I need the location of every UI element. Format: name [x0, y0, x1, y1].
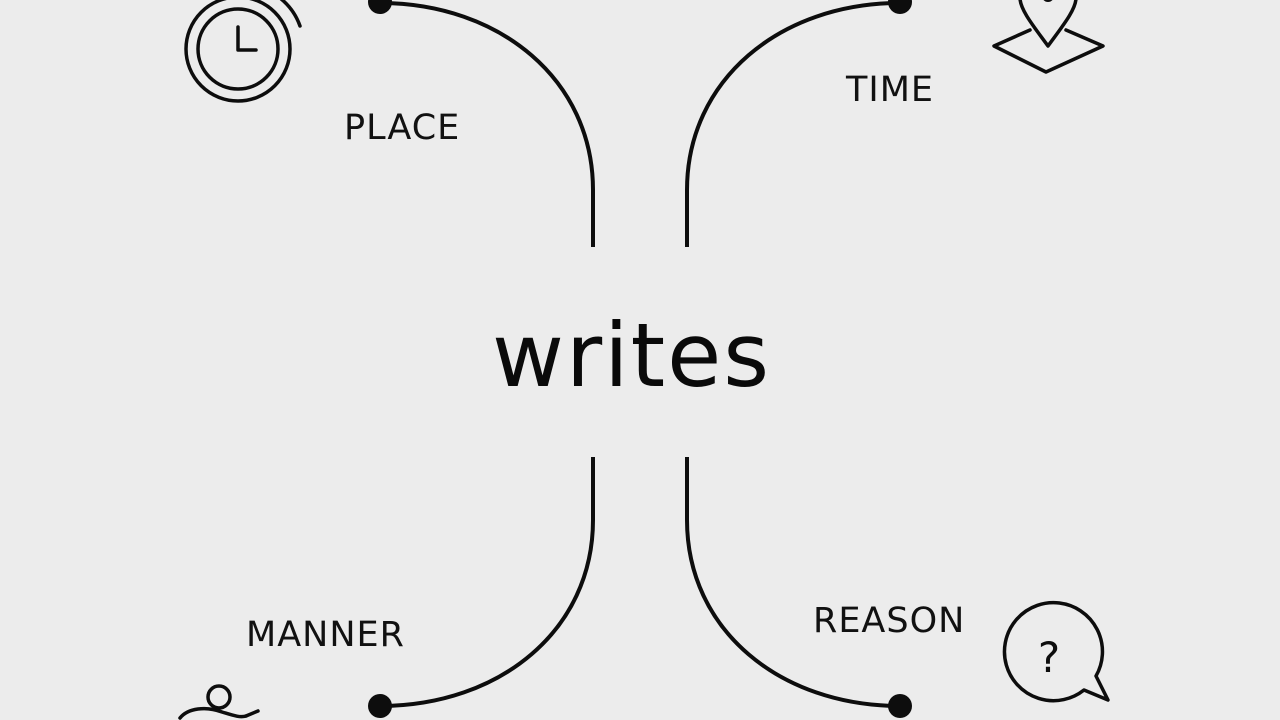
- node-dot-top-right: [888, 0, 912, 14]
- node-dot-top-left: [368, 0, 392, 14]
- branch-label-manner: MANNER: [246, 615, 405, 655]
- question-bubble-icon: ?: [1002, 600, 1110, 703]
- connector-line-top-right: [685, 1, 901, 247]
- clock-icon: [184, 0, 302, 103]
- center-word: writes: [492, 304, 772, 407]
- branch-label-reason: REASON: [813, 601, 966, 641]
- connector-line-bottom-right: [685, 457, 901, 708]
- question-mark-glyph: ?: [1038, 633, 1060, 682]
- connector-line-bottom-left: [379, 457, 595, 708]
- person-icon: [178, 684, 260, 720]
- node-dot-bottom-left: [368, 694, 392, 718]
- node-dot-bottom-right: [888, 694, 912, 718]
- branch-label-place: PLACE: [344, 108, 461, 148]
- connector-line-top-left: [379, 1, 595, 247]
- map-pin-icon: [992, 0, 1105, 74]
- branch-label-time: TIME: [846, 70, 935, 110]
